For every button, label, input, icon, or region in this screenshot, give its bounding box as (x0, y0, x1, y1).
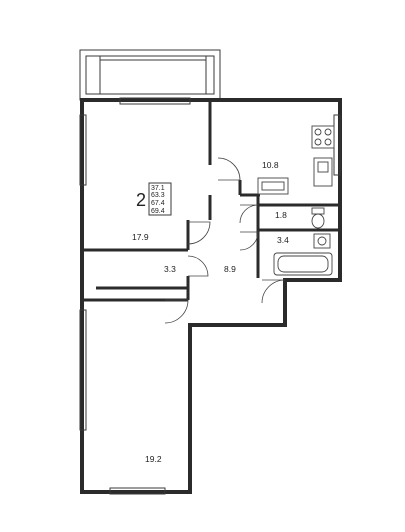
total-area-balcony: 69.4 (151, 208, 165, 215)
room-count: 2 (136, 190, 146, 210)
area-badge: 2 37.1 63.3 67.4 69.4 (136, 182, 172, 216)
inner-walls (84, 102, 338, 302)
toilet-tank-icon (311, 207, 325, 215)
room-top-area-label: 17.9 (132, 232, 149, 242)
total-area: 67.4 (151, 200, 165, 207)
bath-fixtures (273, 207, 333, 276)
living-area: 37.1 (151, 185, 165, 192)
stove-icon (311, 125, 335, 149)
balcony (79, 49, 221, 101)
wardrobe-area-label: 3.3 (164, 264, 176, 274)
doors (164, 157, 286, 324)
room-bottom-area-label: 19.2 (145, 454, 162, 464)
toilet-icon (311, 213, 325, 229)
wc-area-label: 1.8 (275, 210, 287, 220)
room-labels: 10.8 17.9 3.3 8.9 1.8 3.4 19.2 (132, 160, 289, 464)
hall-area-label: 8.9 (224, 264, 236, 274)
kitchen-area-label: 10.8 (262, 160, 279, 170)
area-2: 63.3 (151, 192, 165, 199)
bath-area-label: 3.4 (277, 235, 289, 245)
kitchen-fixtures (257, 125, 335, 195)
